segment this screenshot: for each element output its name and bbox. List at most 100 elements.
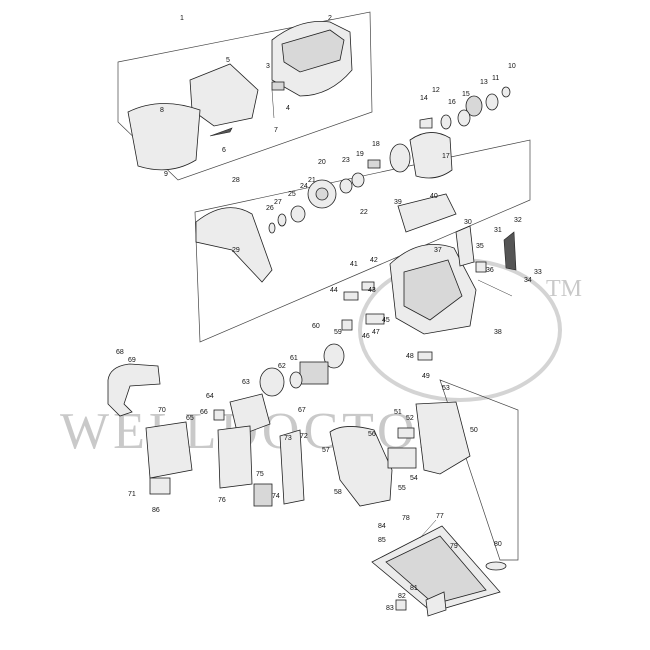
callout-19: 19 [356,151,364,158]
callout-41: 41 [350,261,358,268]
callout-63: 63 [242,379,250,386]
base-plate-assembly [371,519,507,617]
callout-25: 25 [288,191,296,198]
callout-57: 57 [322,447,330,454]
callout-8: 8 [160,107,164,114]
callout-43: 43 [368,287,376,294]
callout-48: 48 [406,353,414,360]
callout-30: 30 [464,219,472,226]
callout-17: 17 [442,153,450,160]
callout-67: 67 [298,407,306,414]
callout-85: 85 [378,537,386,544]
callout-47: 47 [372,329,380,336]
part-motor-cover [329,426,393,507]
callout-56: 56 [368,431,376,438]
callout-23: 23 [342,157,350,164]
callout-20: 20 [318,159,326,166]
callout-65: 65 [186,415,194,422]
callout-3: 3 [266,63,270,70]
callout-66: 66 [200,409,208,416]
callout-2: 2 [328,15,332,22]
callout-38: 38 [494,329,502,336]
callout-82: 82 [398,593,406,600]
callout-81: 81 [410,585,418,592]
callout-79: 79 [450,543,458,550]
callout-9: 9 [164,171,168,178]
callout-7: 7 [274,127,278,134]
callout-75: 75 [256,471,264,478]
callout-18: 18 [372,141,380,148]
callout-34: 34 [524,277,532,284]
callout-69: 69 [128,357,136,364]
callout-71: 71 [128,491,136,498]
callout-73: 73 [284,435,292,442]
callout-78: 78 [402,515,410,522]
callout-74: 74 [272,493,280,500]
callout-58: 58 [334,489,342,496]
callout-53: 53 [442,385,450,392]
callout-16: 16 [448,99,456,106]
callout-62: 62 [278,363,286,370]
callout-39: 39 [394,199,402,206]
callout-35: 35 [476,243,484,250]
callout-27: 27 [274,199,282,206]
callout-28: 28 [232,177,240,184]
callout-22: 22 [360,209,368,216]
callout-5: 5 [226,57,230,64]
callout-84: 84 [378,523,386,530]
callout-52: 52 [406,415,414,422]
callout-1: 1 [180,15,184,22]
callout-42: 42 [370,257,378,264]
callout-68: 68 [116,349,124,356]
part-controller [217,425,253,489]
callout-70: 70 [158,407,166,414]
callout-50: 50 [470,427,478,434]
callout-33: 33 [534,269,542,276]
callout-26: 26 [266,205,274,212]
callout-21: 21 [308,177,316,184]
callout-49: 49 [422,373,430,380]
handle-assembly [107,363,305,507]
part-blade-plate [127,103,201,171]
callout-60: 60 [312,323,320,330]
callout-29: 29 [232,247,240,254]
part-stator [229,393,271,437]
callout-83: 83 [386,605,394,612]
part-side-cover [415,401,471,475]
callout-72: 72 [300,433,308,440]
callout-12: 12 [432,87,440,94]
armature-assembly [213,343,345,437]
callout-11: 11 [492,75,499,82]
callout-45: 45 [382,317,390,324]
part-rear-housing [145,421,193,479]
part-handle [107,363,161,417]
callout-36: 36 [486,267,494,274]
middle-bearings [195,172,365,283]
watermark-trademark: TM [546,276,582,302]
main-housing [389,193,517,335]
callout-44: 44 [330,287,338,294]
callout-76: 76 [218,497,226,504]
callout-54: 54 [410,475,418,482]
callout-15: 15 [462,91,470,98]
callout-40: 40 [430,193,438,200]
callout-13: 13 [480,79,488,86]
motor-cover [329,401,471,507]
callout-86: 86 [152,507,160,514]
callout-32: 32 [514,217,522,224]
callout-4: 4 [286,105,290,112]
callout-14: 14 [420,95,428,102]
spindle-washers [367,86,511,179]
callout-46: 46 [362,333,370,340]
guard-assembly [127,21,353,171]
part-guard-inner [189,63,259,127]
callout-37: 37 [434,247,442,254]
part-upper-guard [195,207,273,283]
switch-parts [341,281,433,361]
callout-77: 77 [436,513,444,520]
callout-61: 61 [290,355,298,362]
callout-55: 55 [398,485,406,492]
callout-31: 31 [494,227,502,234]
